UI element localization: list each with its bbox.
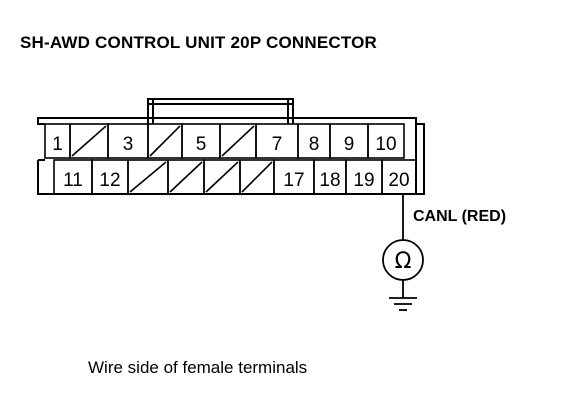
unused-terminal-slash [71, 125, 107, 157]
terminal-label-20: 20 [388, 170, 409, 191]
ground-icon [389, 297, 417, 311]
terminal-label-19: 19 [353, 170, 374, 191]
diagram-title: SH-AWD CONTROL UNIT 20P CONNECTOR [20, 33, 378, 52]
unused-terminal-slash [129, 161, 167, 193]
terminal-label-17: 17 [283, 170, 304, 191]
ohm-symbol: Ω [395, 249, 412, 274]
unused-terminal-slash [169, 161, 203, 193]
terminal-label-12: 12 [99, 170, 120, 191]
diagram-caption: Wire side of female terminals [88, 358, 308, 377]
terminal-label-10: 10 [375, 134, 396, 155]
terminal-label-8: 8 [309, 134, 320, 155]
terminal-label-9: 9 [344, 134, 355, 155]
terminal-cavity-20 [381, 159, 417, 195]
unused-terminal-slash [149, 125, 181, 157]
unused-terminal-slash [241, 161, 273, 193]
unused-terminal-slash [205, 161, 239, 193]
wire-label: CANL (RED) [413, 208, 506, 225]
terminal-label-7: 7 [272, 134, 283, 155]
terminal-label-11: 11 [63, 170, 83, 191]
terminal-label-18: 18 [319, 170, 340, 191]
terminal-cavity-10 [367, 123, 405, 159]
unused-terminal-slash [221, 125, 255, 157]
terminal-label-1: 1 [52, 134, 63, 155]
locking-tab [147, 98, 294, 124]
terminal-label-5: 5 [196, 134, 207, 155]
terminal-label-3: 3 [123, 134, 134, 155]
